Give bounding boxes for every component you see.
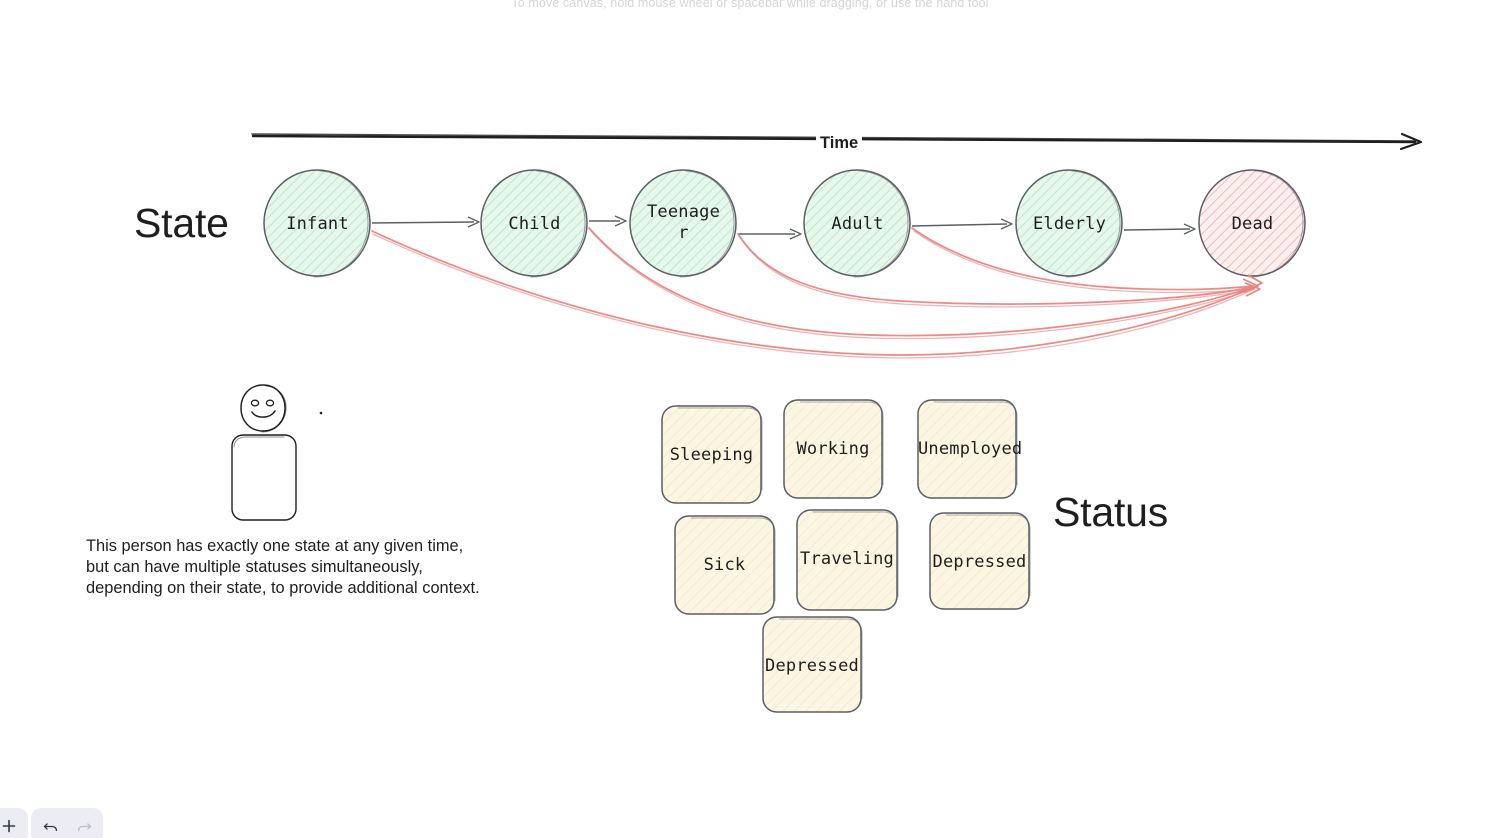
zoom-controls[interactable] (0, 808, 28, 838)
canvas-pan-hint: To move canvas, hold mouse wheel or spac… (511, 0, 989, 10)
status-label-working[interactable]: Working (796, 439, 870, 459)
redo-button[interactable] (67, 810, 101, 838)
state-label-dead[interactable]: Dead (1231, 214, 1274, 234)
status-section-title: Status (1053, 489, 1169, 535)
redo-icon (77, 822, 91, 831)
state-label-teenager[interactable]: Teenage r (646, 202, 721, 244)
stick-figure-person (231, 384, 323, 521)
state-label-elderly[interactable]: Elderly (1032, 214, 1107, 234)
transition-teenager-adult (738, 228, 802, 240)
zoom-in-button[interactable] (0, 810, 26, 838)
status-label-unemployed[interactable]: Unemployed (918, 439, 1023, 459)
plus-icon (2, 819, 16, 833)
undo-icon (43, 822, 57, 831)
time-axis-label: Time (816, 134, 863, 153)
state-label-infant[interactable]: Infant (286, 214, 349, 234)
status-label-traveling[interactable]: Traveling (800, 549, 894, 569)
death-transition-child-dead (588, 227, 1255, 340)
transition-elderly-dead (1123, 223, 1196, 235)
status-label-depressed-1[interactable]: Depressed (932, 552, 1027, 572)
transition-adult-elderly (911, 218, 1013, 230)
status-label-sleeping[interactable]: Sleeping (669, 445, 754, 465)
explanatory-note-text[interactable]: This person has exactly one state at any… (86, 537, 480, 597)
death-arrowheads (1242, 274, 1263, 297)
death-transition-teenager-dead (737, 233, 1255, 308)
status-label-sick[interactable]: Sick (703, 555, 746, 575)
death-transition-adult-dead (911, 227, 1256, 294)
status-label-depressed-2[interactable]: Depressed (765, 656, 859, 676)
state-label-adult[interactable]: Adult (831, 214, 884, 234)
transition-child-teenager (589, 215, 627, 227)
state-label-child[interactable]: Child (508, 214, 561, 234)
transition-infant-child (371, 216, 480, 228)
state-section-title: State (134, 200, 229, 246)
undo-button[interactable] (33, 810, 67, 838)
history-controls[interactable] (31, 808, 103, 838)
death-transition-infant-dead (371, 230, 1255, 359)
